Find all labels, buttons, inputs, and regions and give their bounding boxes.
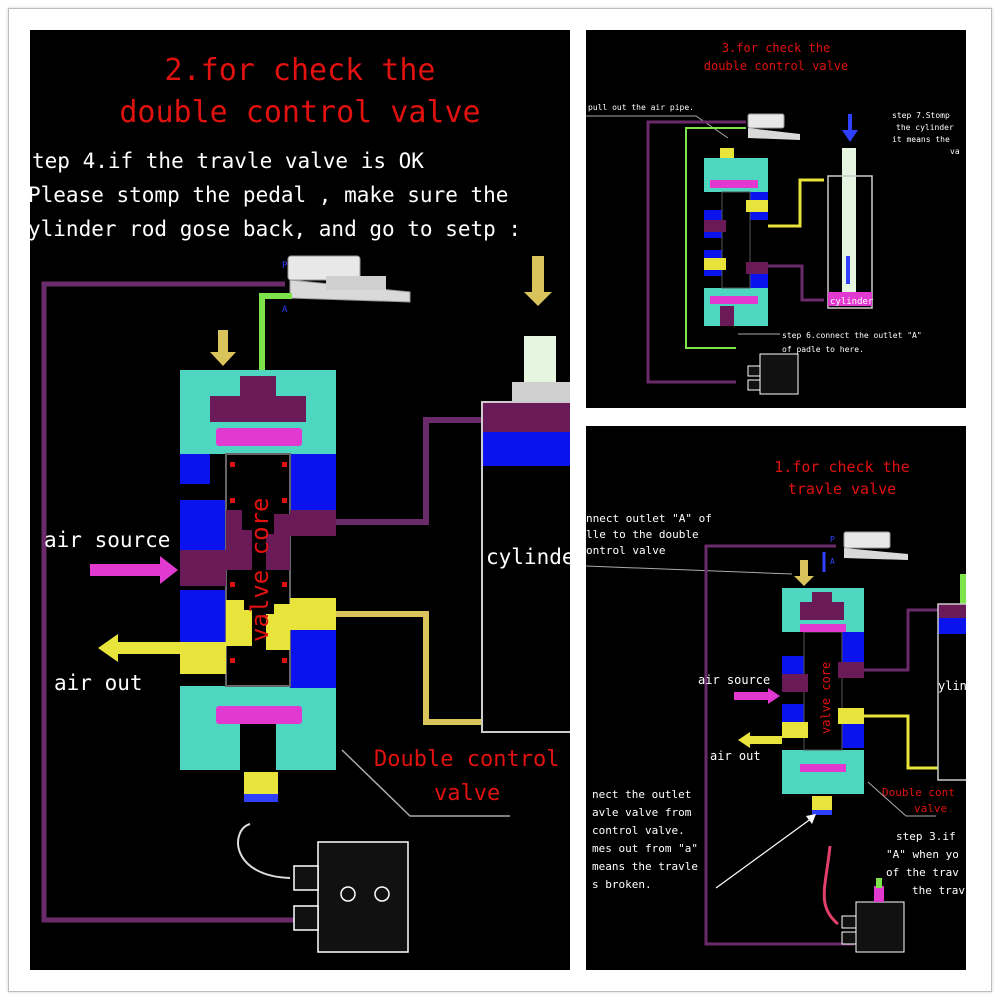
br-double-control-1: Double cont <box>882 786 955 799</box>
main-title-line2: double control valve <box>119 95 480 130</box>
br-air-out-label: air out <box>710 749 761 763</box>
pedal-a-label: A <box>282 305 288 315</box>
br-connect-2: lle to the double <box>586 528 699 541</box>
air-source-label: air source <box>44 528 170 552</box>
main-diagram-svg: 2.for check the double control valve tep… <box>30 53 570 953</box>
double-control-label1: Double control <box>374 747 559 772</box>
down-arrow-valve <box>210 330 236 366</box>
cylinder: cylinde <box>481 256 570 733</box>
label-leader-line <box>341 749 510 817</box>
return-pipe <box>41 281 320 923</box>
br-outlet-3: control valve. <box>592 824 685 837</box>
top-right-diagram-panel: 3.for check the double control valve pul… <box>586 30 966 408</box>
tr-cylinder-label: cylinder <box>830 297 874 307</box>
foot-pedal: P A <box>282 255 411 315</box>
tr-step7-4: va <box>950 147 960 156</box>
br-outlet-2: avle valve from <box>592 806 692 819</box>
main-diagram-panel: 2.for check the double control valve tep… <box>30 30 570 970</box>
br-travel-valve <box>855 901 905 953</box>
cylinder-label: cylinde <box>486 545 570 569</box>
br-connect-1: nnect outlet "A" of <box>586 512 712 525</box>
tr-travel-valve <box>759 353 799 395</box>
top-right-svg: 3.for check the double control valve pul… <box>586 41 960 395</box>
tr-step6-2: of padle to here. <box>782 345 864 354</box>
tr-step6-1: step 6.connect the outlet "A" <box>782 331 922 340</box>
tr-step7-1: step 7.Stomp <box>892 111 950 120</box>
tr-step7-2: the cylinder <box>896 123 954 132</box>
br-connect-3: ontrol valve <box>586 544 665 557</box>
br-valve-core-label: valve core <box>819 662 833 734</box>
main-step-line2: Please stomp the pedal , make sure the <box>30 183 508 207</box>
br-step3-2: "A" when yo <box>886 848 959 861</box>
br-pedal-a: A <box>830 557 835 566</box>
air-out-arrow[interactable] <box>98 634 180 662</box>
br-air-out-arrow[interactable] <box>738 732 782 748</box>
valve-core-label: valve core <box>246 498 274 643</box>
main-title-line1: 2.for check the <box>165 53 436 88</box>
tr-title-line2: double control valve <box>704 59 849 73</box>
tr-pull-out-label: pull out the air pipe. <box>588 103 694 112</box>
br-double-control-2: valve <box>914 802 947 815</box>
br-title-line2: travle valve <box>788 480 896 498</box>
bottom-right-diagram-panel: 1.for check the travle valve nnect outle… <box>586 426 966 970</box>
tr-cylinder: cylinder <box>827 114 874 309</box>
air-out-label: air out <box>54 671 143 695</box>
br-air-source-label: air source <box>698 673 770 687</box>
bottom-right-svg: 1.for check the travle valve nnect outle… <box>586 458 966 953</box>
br-title-line1: 1.for check the <box>774 458 909 476</box>
tr-valve <box>704 148 768 326</box>
br-outlet-5: means the travle <box>592 860 698 873</box>
tr-step7-3: it means the <box>892 135 950 144</box>
br-step3-1: step 3.if <box>896 830 956 843</box>
air-source-arrow[interactable] <box>90 556 178 584</box>
double-control-valve: valve core <box>180 370 336 802</box>
br-air-source-arrow[interactable] <box>734 688 780 704</box>
yellow-pipe-to-cylinder <box>336 611 482 725</box>
purple-pipe-to-cylinder <box>336 417 482 525</box>
br-step3-3: of the trav <box>886 866 959 879</box>
br-pedal-p: P <box>830 535 835 544</box>
br-step3-4: the trav <box>912 884 965 897</box>
double-control-label2: valve <box>434 781 500 806</box>
br-cylinder-label: ylin <box>938 679 966 693</box>
pedal-p-label: P <box>282 261 288 271</box>
tr-title-line1: 3.for check the <box>722 41 830 55</box>
br-outlet-6: s broken. <box>592 878 652 891</box>
br-cylinder: ylin <box>937 574 966 781</box>
main-step-line3: ylinder rod gose back, and go to setp : <box>30 217 521 241</box>
br-valve: valve core <box>782 588 864 815</box>
travel-valve <box>237 823 409 953</box>
br-outlet-1: nect the outlet <box>592 788 691 801</box>
main-step-line1: tep 4.if the travle valve is OK <box>32 149 424 173</box>
green-pilot-pipe <box>259 293 292 370</box>
br-outlet-4: mes out from "a" <box>592 842 698 855</box>
